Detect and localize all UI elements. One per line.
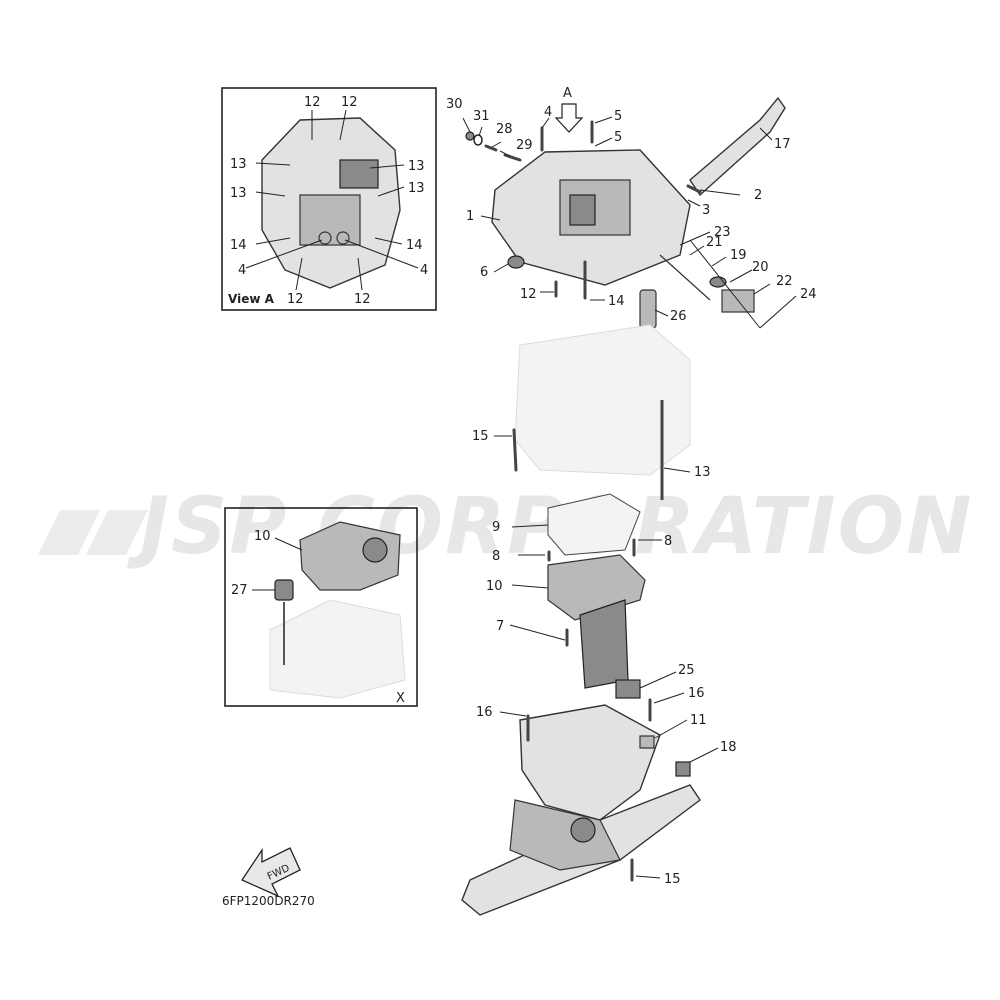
callout-label: 31: [473, 109, 490, 124]
mount-pin: [639, 735, 655, 749]
lower-case-body: [509, 799, 621, 871]
watermark-logo: JSP CORPORATION: [38, 482, 971, 572]
callout-label: 17: [774, 137, 791, 152]
callout-label: 21: [706, 235, 723, 250]
callout-label: 24: [800, 287, 817, 302]
callout-label: 20: [752, 260, 769, 275]
callout-label: 5: [614, 109, 622, 124]
view-a-label: 14: [230, 238, 247, 253]
view-a-frame: [221, 87, 437, 311]
drive-shaft-housing-ghost: [514, 324, 691, 500]
view-a-label: 12: [304, 95, 321, 110]
exhaust-pipe: [579, 599, 629, 689]
damper: [615, 679, 641, 699]
callout-label: 1: [466, 209, 474, 224]
view-x-title: X: [396, 691, 405, 706]
upper-case-port: [569, 194, 596, 226]
view-a-label: 13: [230, 157, 247, 172]
callout-label: 2: [754, 188, 762, 203]
callout-label: 28: [496, 122, 513, 137]
view-x-bore: [362, 537, 388, 563]
callout-labels: 30 31 28 29 4 5 5 17 2 3 1 23 21 19 20 2…: [446, 97, 817, 887]
view-a-label: 13: [408, 181, 425, 196]
callout-label: 19: [730, 248, 747, 263]
view-a-label: 12: [287, 292, 304, 307]
callout-label: 3: [702, 203, 710, 218]
callout-label: 11: [690, 713, 707, 728]
view-a-hole-right: [336, 231, 350, 245]
plug: [465, 131, 475, 141]
arrow-a-label: A: [563, 86, 572, 101]
o-ring: [473, 134, 483, 146]
callout-label: 23: [714, 225, 731, 240]
lower-casing: [461, 698, 701, 916]
callout-label: 26: [670, 309, 687, 324]
exhaust-guide-ghost: [514, 324, 691, 476]
view-a-arrow-icon: [554, 103, 584, 133]
callout-label: 29: [516, 138, 533, 153]
callout-label: 5: [614, 130, 622, 145]
callout-label: 13: [694, 465, 711, 480]
callout-label: 25: [678, 663, 695, 678]
drawing-code: 6FP1200DR270: [222, 894, 315, 908]
view-x-inset: 10 27 X: [224, 507, 418, 707]
view-a-label: 13: [230, 186, 247, 201]
view-x-label: 10: [254, 529, 271, 544]
view-a-hole-left: [318, 231, 332, 245]
callout-label: 14: [608, 294, 625, 309]
gasket: [547, 493, 641, 556]
callout-label: 6: [480, 265, 488, 280]
view-a-title: View A: [228, 292, 275, 306]
leader-lines: [462, 116, 797, 879]
lower-mount-assembly: [512, 428, 646, 699]
view-a-label: 14: [406, 238, 423, 253]
callout-label: 16: [688, 686, 705, 701]
view-a-label: 12: [341, 95, 358, 110]
callout-label: 30: [446, 97, 463, 112]
callout-label: 15: [664, 872, 681, 887]
callout-label: 8: [664, 534, 672, 549]
grommet: [507, 255, 525, 269]
view-a-label: 13: [408, 159, 425, 174]
callout-label: 12: [520, 287, 537, 302]
callout-label: 4: [544, 105, 552, 120]
sleeve: [639, 289, 657, 329]
view-a-port: [339, 159, 379, 189]
steering-arm: [689, 96, 786, 197]
lower-case-bore: [570, 817, 596, 843]
view-a-label: 12: [354, 292, 371, 307]
view-x-bushing: [274, 579, 294, 601]
view-a-label: 4: [238, 263, 246, 278]
callout-label: 8: [492, 549, 500, 564]
callout-label: 15: [472, 429, 489, 444]
callout-label: 9: [492, 520, 500, 535]
callout-label: 16: [476, 705, 493, 720]
callout-label: 22: [776, 274, 793, 289]
lower-case-top: [519, 704, 661, 821]
anode: [675, 761, 691, 777]
view-x-label: 27: [231, 583, 248, 598]
view-x-ghost-housing: [269, 599, 406, 699]
upper-case-assembly: A: [465, 86, 786, 329]
fwd-arrow-icon: FWD: [241, 847, 301, 898]
view-a-inset: 12 12 13 13 13 13 14 14 4 4 12 12 View A: [221, 87, 437, 311]
callout-label: 10: [486, 579, 503, 594]
view-a-label: 4: [420, 263, 428, 278]
callout-label: 18: [720, 740, 737, 755]
view-x-frame: [224, 507, 418, 707]
cable: [659, 254, 711, 301]
callout-label: 7: [496, 619, 504, 634]
